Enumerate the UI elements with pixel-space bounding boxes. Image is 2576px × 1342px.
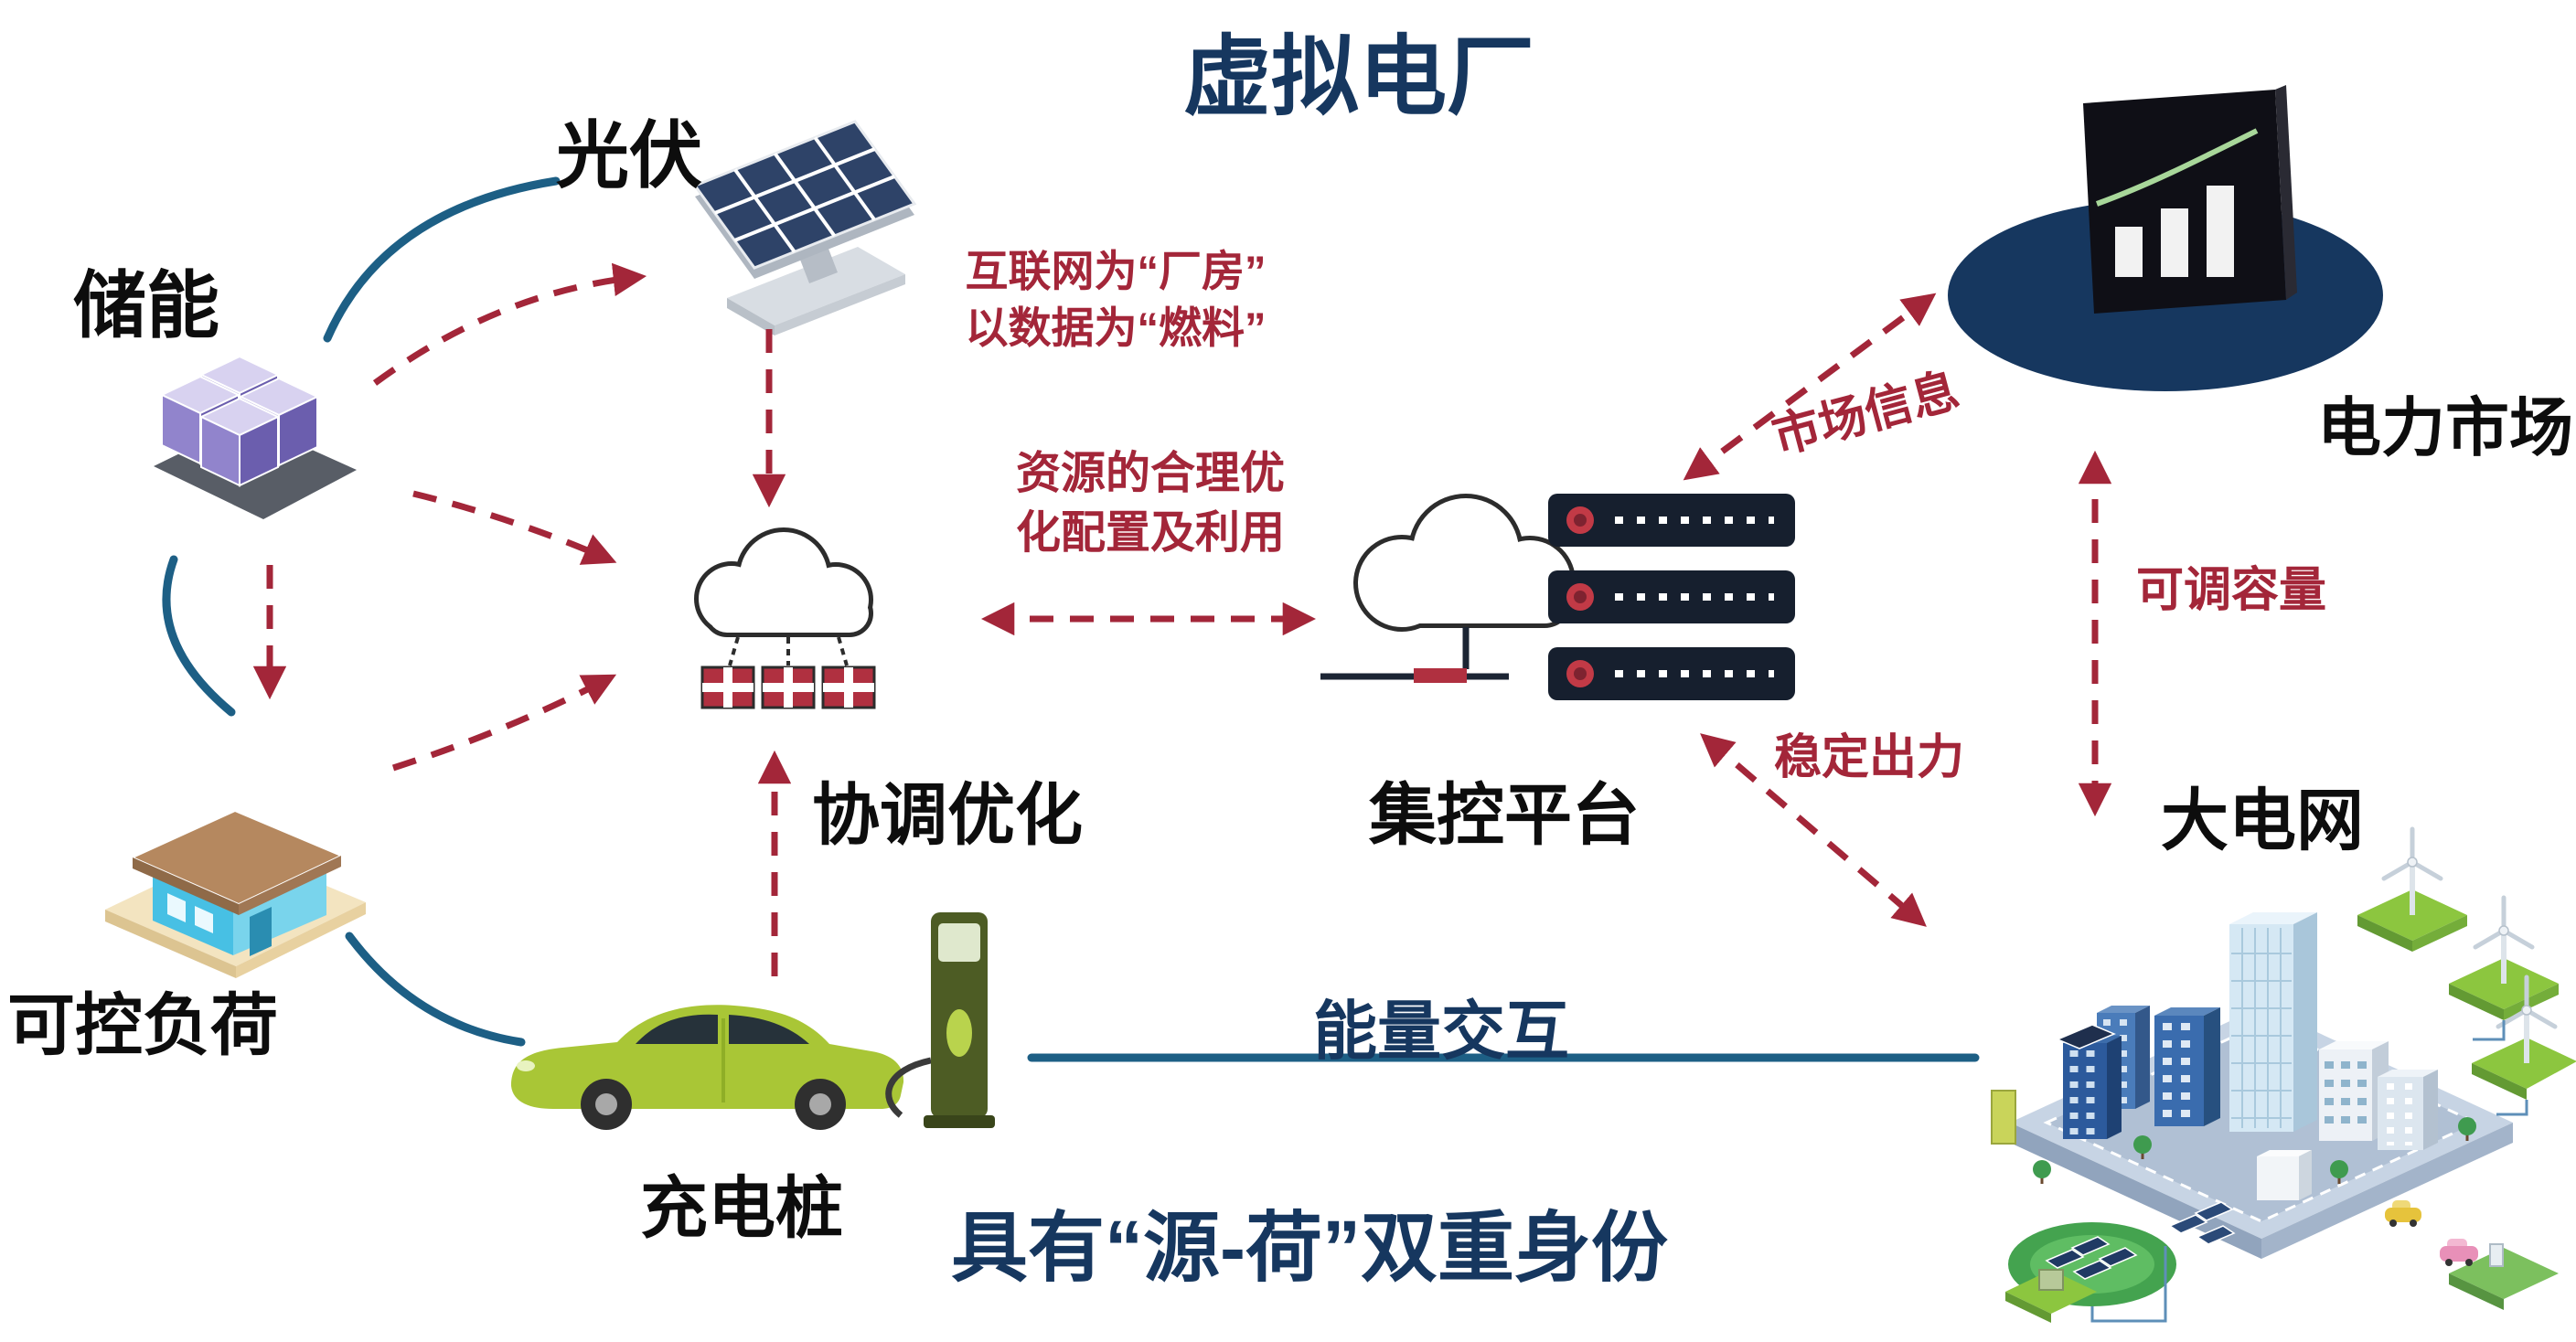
charger-screen: [938, 923, 980, 962]
solar-cell-grid: [713, 136, 896, 253]
resource-annotation-line2: 化配置及利用: [1015, 507, 1285, 558]
substation: [1991, 1090, 2097, 1323]
resource-annotation-line1: 资源的合理优: [1015, 449, 1285, 498]
internet-annotation: 互联网为“厂房” 以数据为“燃料”: [933, 243, 1299, 357]
server-stack: [1548, 494, 1795, 700]
ev-charging-tile: [2449, 1243, 2559, 1310]
market-info-annotation: 市场信息: [1767, 364, 1965, 465]
charging-cable: [885, 1057, 932, 1118]
chart-board: [2083, 90, 2286, 314]
internet-annotation-line2: 以数据为“燃料”: [965, 304, 1267, 353]
line-storage-pv: [323, 176, 561, 343]
charging-pile-label: 充电桩: [640, 1170, 843, 1246]
controllable-load-label: 可控负荷: [7, 987, 278, 1063]
resource-annotation: 资源的合理优 化配置及利用: [967, 444, 1333, 562]
trees: [2033, 1117, 2476, 1184]
power-market-label: 电力市场: [2317, 392, 2573, 463]
cloud-servers-icon: [1320, 494, 1795, 700]
grid-connectors: [2090, 1020, 2528, 1323]
container-links: [728, 636, 849, 666]
growth-curve: [2095, 128, 2259, 207]
wind-farm: [2357, 829, 2576, 1100]
solar-panel-icon: [692, 120, 917, 336]
data-containers: [700, 666, 876, 709]
adjustable-capacity-annotation: 可调容量: [2136, 564, 2327, 617]
storage-label: 储能: [73, 265, 219, 346]
arrow-load-to-coordination: [391, 674, 617, 772]
main-grid-label: 大电网: [2161, 783, 2364, 858]
cloud-containers-icon: [694, 527, 876, 709]
charging-pile-icon: [885, 912, 995, 1128]
battery-cubes-icon: [154, 356, 357, 519]
house-icon: [105, 809, 366, 978]
stable-output-annotation: 稳定出力: [1774, 731, 1965, 784]
energy-exchange-label: 能量交互: [1313, 996, 1569, 1067]
internet-annotation-line1: 互联网为“厂房”: [965, 247, 1267, 295]
arrow-storage-to-coordination: [412, 490, 617, 565]
city-vehicles: [2385, 1200, 2478, 1266]
ev-car-icon: [511, 1005, 904, 1130]
market-chart-icon: [1948, 85, 2383, 391]
dual-identity-label: 具有“源-荷”双重身份: [951, 1205, 1668, 1291]
city-buildings: [2056, 912, 2438, 1200]
line-load-car: [345, 932, 526, 1047]
arrow-storage-to-pv: [372, 262, 647, 386]
control-platform-label: 集控平台: [1369, 777, 1640, 853]
pv-label: 光伏: [556, 115, 702, 197]
line-storage-load: [162, 555, 236, 717]
smart-city-icon: [1991, 816, 2576, 1323]
coordination-label: 协调优化: [812, 777, 1083, 853]
diagram-title: 虚拟电厂: [1183, 28, 1534, 126]
